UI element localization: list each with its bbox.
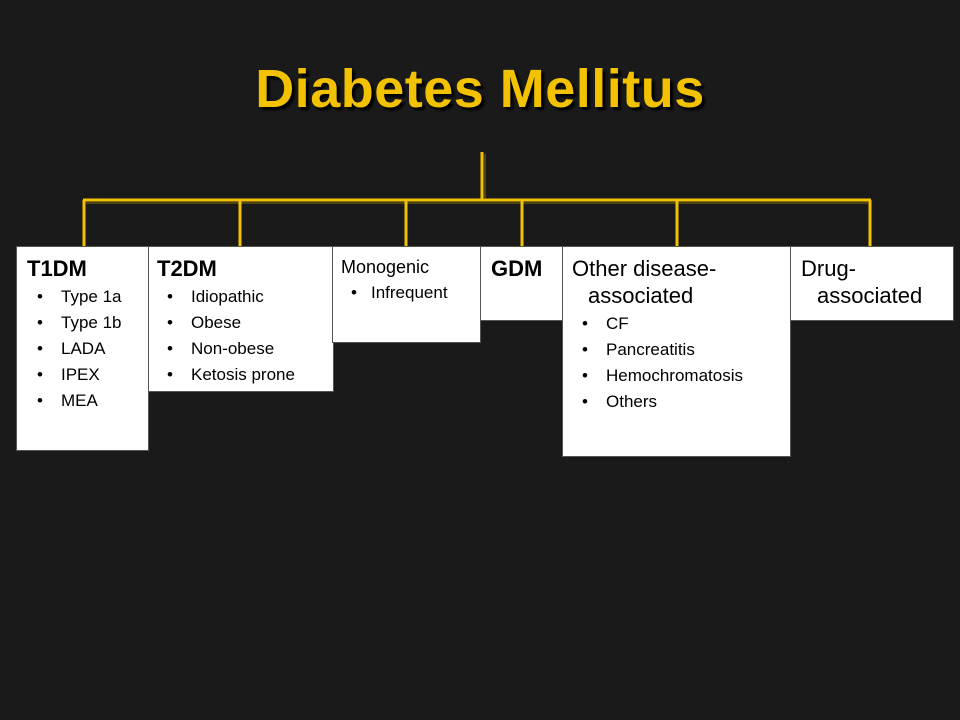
list-item: Type 1a (27, 284, 148, 310)
list-item: Ketosis prone (157, 362, 333, 388)
list-item: MEA (27, 388, 148, 414)
list-item: Obese (157, 310, 333, 336)
box-other-disease-associated: Other disease- associated CF Pancreatiti… (562, 246, 791, 457)
box-t2dm-title: T2DM (157, 256, 217, 281)
box-monogenic-list: Infrequent (341, 280, 480, 306)
box-monogenic: Monogenic Infrequent (332, 246, 481, 343)
box-drug-associated: Drug- associated (790, 246, 954, 321)
diagram-title: Diabetes Mellitus (255, 59, 705, 119)
list-item: Infrequent (341, 280, 480, 306)
title-line-2: associated (817, 283, 923, 308)
list-item: LADA (27, 336, 148, 362)
box-t2dm: T2DM Idiopathic Obese Non-obese Ketosis … (148, 246, 334, 392)
box-t1dm: T1DM Type 1a Type 1b LADA IPEX MEA (16, 246, 149, 451)
box-t1dm-list: Type 1a Type 1b LADA IPEX MEA (27, 284, 148, 414)
list-item: Hemochromatosis (572, 363, 790, 389)
box-gdm: GDM (480, 246, 565, 321)
list-item: CF (572, 311, 790, 337)
list-item: Non-obese (157, 336, 333, 362)
list-item: Type 1b (27, 310, 148, 336)
box-other-disease-title: Other disease- associated (572, 255, 790, 309)
title-line-1: Other disease- (572, 256, 717, 281)
box-drug-title: Drug- associated (801, 255, 953, 309)
box-other-disease-list: CF Pancreatitis Hemochromatosis Others (572, 311, 790, 415)
box-t1dm-title: T1DM (27, 256, 87, 281)
title-line-1: Drug- (801, 256, 857, 281)
list-item: Others (572, 389, 790, 415)
box-gdm-title: GDM (491, 256, 543, 281)
list-item: Idiopathic (157, 284, 333, 310)
box-t2dm-list: Idiopathic Obese Non-obese Ketosis prone (157, 284, 333, 388)
list-item: Pancreatitis (572, 337, 790, 363)
title-line-2: associated (588, 283, 694, 308)
list-item: IPEX (27, 362, 148, 388)
box-monogenic-title: Monogenic (341, 257, 430, 277)
